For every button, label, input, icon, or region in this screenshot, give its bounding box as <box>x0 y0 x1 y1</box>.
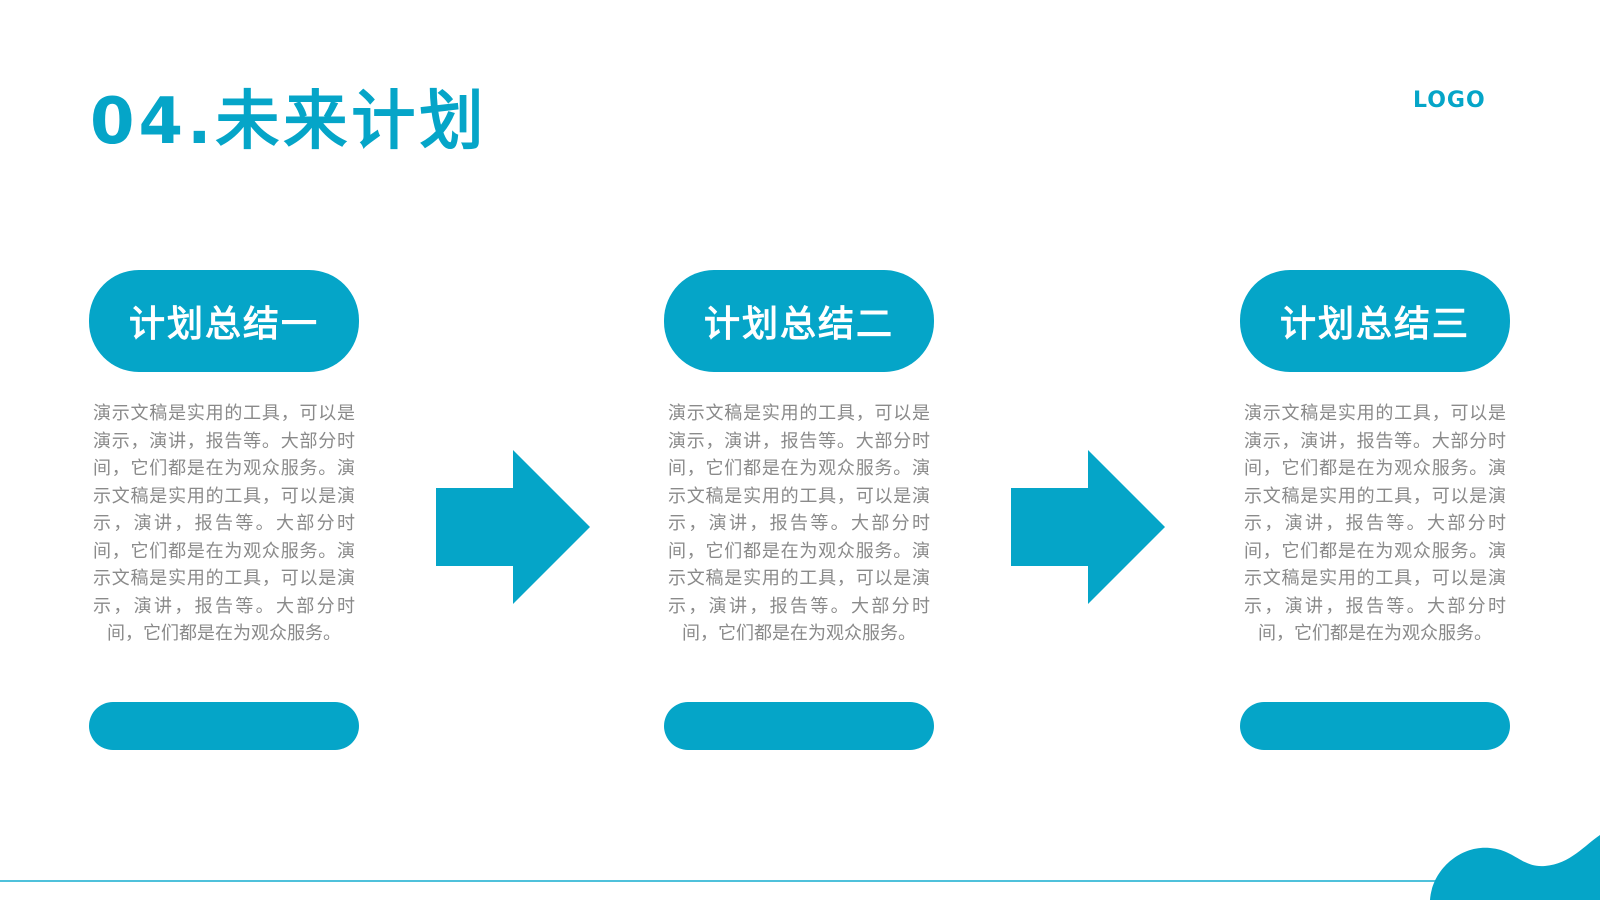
arrow-right-icon <box>436 450 590 604</box>
plan-heading-1: 计划总结一 <box>89 270 359 372</box>
plan-bar-2 <box>664 702 934 750</box>
plan-card-2: 计划总结二 演示文稿是实用的工具，可以是演示，演讲，报告等。大部分时间，它们都是… <box>664 270 934 675</box>
wave-decoration <box>1430 835 1600 900</box>
plan-card-3: 计划总结三 演示文稿是实用的工具，可以是演示，演讲，报告等。大部分时间，它们都是… <box>1240 270 1510 675</box>
bottom-divider <box>0 880 1440 882</box>
plan-body-1: 演示文稿是实用的工具，可以是演示，演讲，报告等。大部分时间，它们都是在为观众服务… <box>93 403 355 644</box>
logo: LOGO <box>1413 88 1486 113</box>
plan-body-2: 演示文稿是实用的工具，可以是演示，演讲，报告等。大部分时间，它们都是在为观众服务… <box>668 403 930 644</box>
arrow-right-icon <box>1011 450 1165 604</box>
plan-bar-3 <box>1240 702 1510 750</box>
plan-heading-3: 计划总结三 <box>1240 270 1510 372</box>
plan-bar-1 <box>89 702 359 750</box>
plan-body-3: 演示文稿是实用的工具，可以是演示，演讲，报告等。大部分时间，它们都是在为观众服务… <box>1244 403 1506 644</box>
page-title: 04.未来计划 <box>90 85 488 159</box>
plan-card-1: 计划总结一 演示文稿是实用的工具，可以是演示，演讲，报告等。大部分时间，它们都是… <box>89 270 359 675</box>
plan-heading-2: 计划总结二 <box>664 270 934 372</box>
